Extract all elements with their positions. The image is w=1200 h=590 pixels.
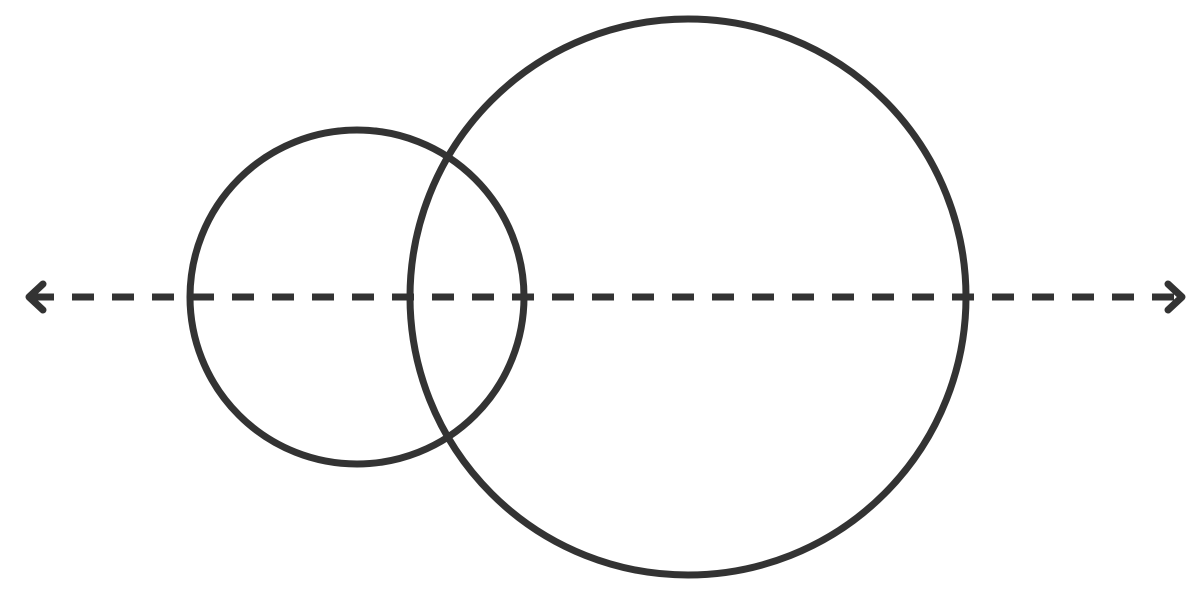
right-arrowhead-icon — [1164, 280, 1186, 314]
left-arrowhead-icon — [25, 280, 47, 314]
